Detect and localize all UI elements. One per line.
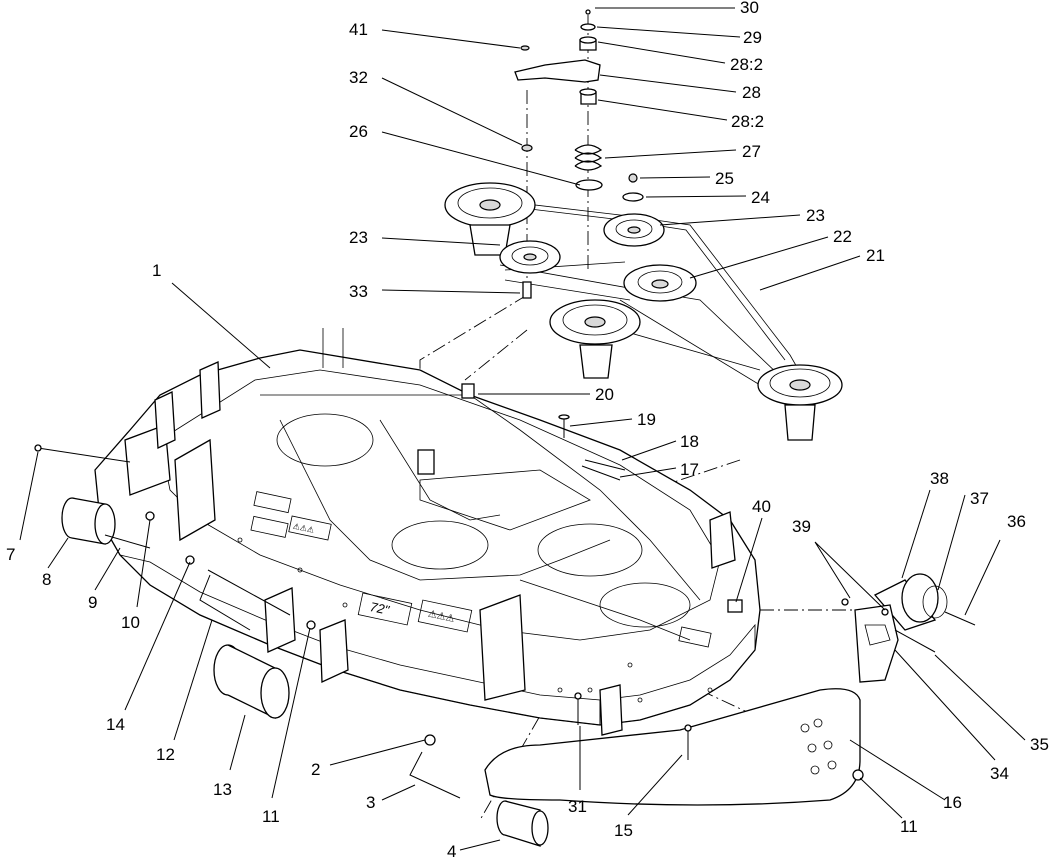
roller-38 bbox=[873, 573, 976, 631]
callout-36: 36 bbox=[1007, 512, 1026, 531]
callout-20: 20 bbox=[595, 385, 614, 404]
warning-decal-b: ⚠⚠⚠ bbox=[292, 522, 315, 535]
callout-32: 32 bbox=[349, 68, 368, 87]
callout-7: 7 bbox=[6, 545, 15, 564]
callout-13: 13 bbox=[213, 780, 232, 799]
callout-26: 26 bbox=[349, 122, 368, 141]
callout-8: 8 bbox=[42, 570, 51, 589]
callout-19: 19 bbox=[637, 410, 656, 429]
callout-10: 10 bbox=[121, 613, 140, 632]
idler-arm-stack bbox=[514, 9, 644, 299]
roller-4 bbox=[496, 800, 549, 847]
left-side-parts bbox=[34, 444, 316, 720]
roller-13 bbox=[213, 644, 290, 720]
callout-1: 1 bbox=[152, 261, 161, 280]
callout-24: 24 bbox=[751, 188, 770, 207]
roller-8 bbox=[61, 497, 116, 545]
callout-4: 4 bbox=[447, 842, 456, 861]
callout-34: 34 bbox=[990, 764, 1009, 783]
callouts: 30 29 28:2 28 28:2 41 32 26 27 25 24 23 … bbox=[6, 0, 1049, 861]
callout-2: 2 bbox=[311, 760, 320, 779]
callout-28-2-lower: 28:2 bbox=[731, 112, 764, 131]
callout-25: 25 bbox=[715, 169, 734, 188]
callout-28-2-upper: 28:2 bbox=[730, 55, 763, 74]
callout-29: 29 bbox=[743, 28, 762, 47]
idler-pulley-left bbox=[499, 240, 561, 274]
callout-38: 38 bbox=[930, 469, 949, 488]
callout-21: 21 bbox=[866, 246, 885, 265]
callout-22: 22 bbox=[833, 227, 852, 246]
spindle-pulley-left bbox=[444, 182, 536, 256]
callout-41: 41 bbox=[349, 20, 368, 39]
skid-16 bbox=[484, 688, 861, 806]
callout-3: 3 bbox=[366, 793, 375, 812]
right-side-parts bbox=[484, 414, 976, 806]
callout-39: 39 bbox=[792, 517, 811, 536]
idler-pulley-right bbox=[603, 213, 665, 247]
spindle-pulley-center bbox=[549, 299, 641, 379]
callout-17: 17 bbox=[680, 460, 699, 479]
callout-30: 30 bbox=[740, 0, 759, 17]
callout-35: 35 bbox=[1030, 735, 1049, 754]
callout-27: 27 bbox=[742, 142, 761, 161]
callout-33: 33 bbox=[349, 282, 368, 301]
callout-31: 31 bbox=[568, 797, 587, 816]
callout-14: 14 bbox=[106, 715, 125, 734]
pulley-belt-assembly bbox=[444, 182, 843, 441]
callout-40: 40 bbox=[752, 497, 771, 516]
callout-11-left: 11 bbox=[262, 807, 280, 826]
callout-9: 9 bbox=[88, 593, 97, 612]
leader-lines bbox=[19, 7, 1026, 851]
deck-size-decal: 72" bbox=[369, 599, 392, 618]
callout-11-right: 11 bbox=[900, 817, 918, 836]
callout-16: 16 bbox=[943, 793, 962, 812]
front-parts bbox=[409, 734, 549, 847]
warning-decal-a: ⚠⚠⚠ bbox=[427, 609, 456, 625]
callout-23-right: 23 bbox=[806, 206, 825, 225]
callout-18: 18 bbox=[680, 432, 699, 451]
deck-decals: 72" ⚠⚠⚠ ⚠⚠⚠ bbox=[292, 522, 455, 625]
callout-23-left: 23 bbox=[349, 228, 368, 247]
callout-12: 12 bbox=[156, 745, 175, 764]
callout-28: 28 bbox=[742, 83, 761, 102]
spindle-pulley-right bbox=[757, 364, 843, 441]
pulley-22 bbox=[623, 264, 697, 302]
callout-37: 37 bbox=[970, 489, 989, 508]
mower-deck bbox=[94, 328, 761, 736]
callout-15: 15 bbox=[614, 821, 633, 840]
